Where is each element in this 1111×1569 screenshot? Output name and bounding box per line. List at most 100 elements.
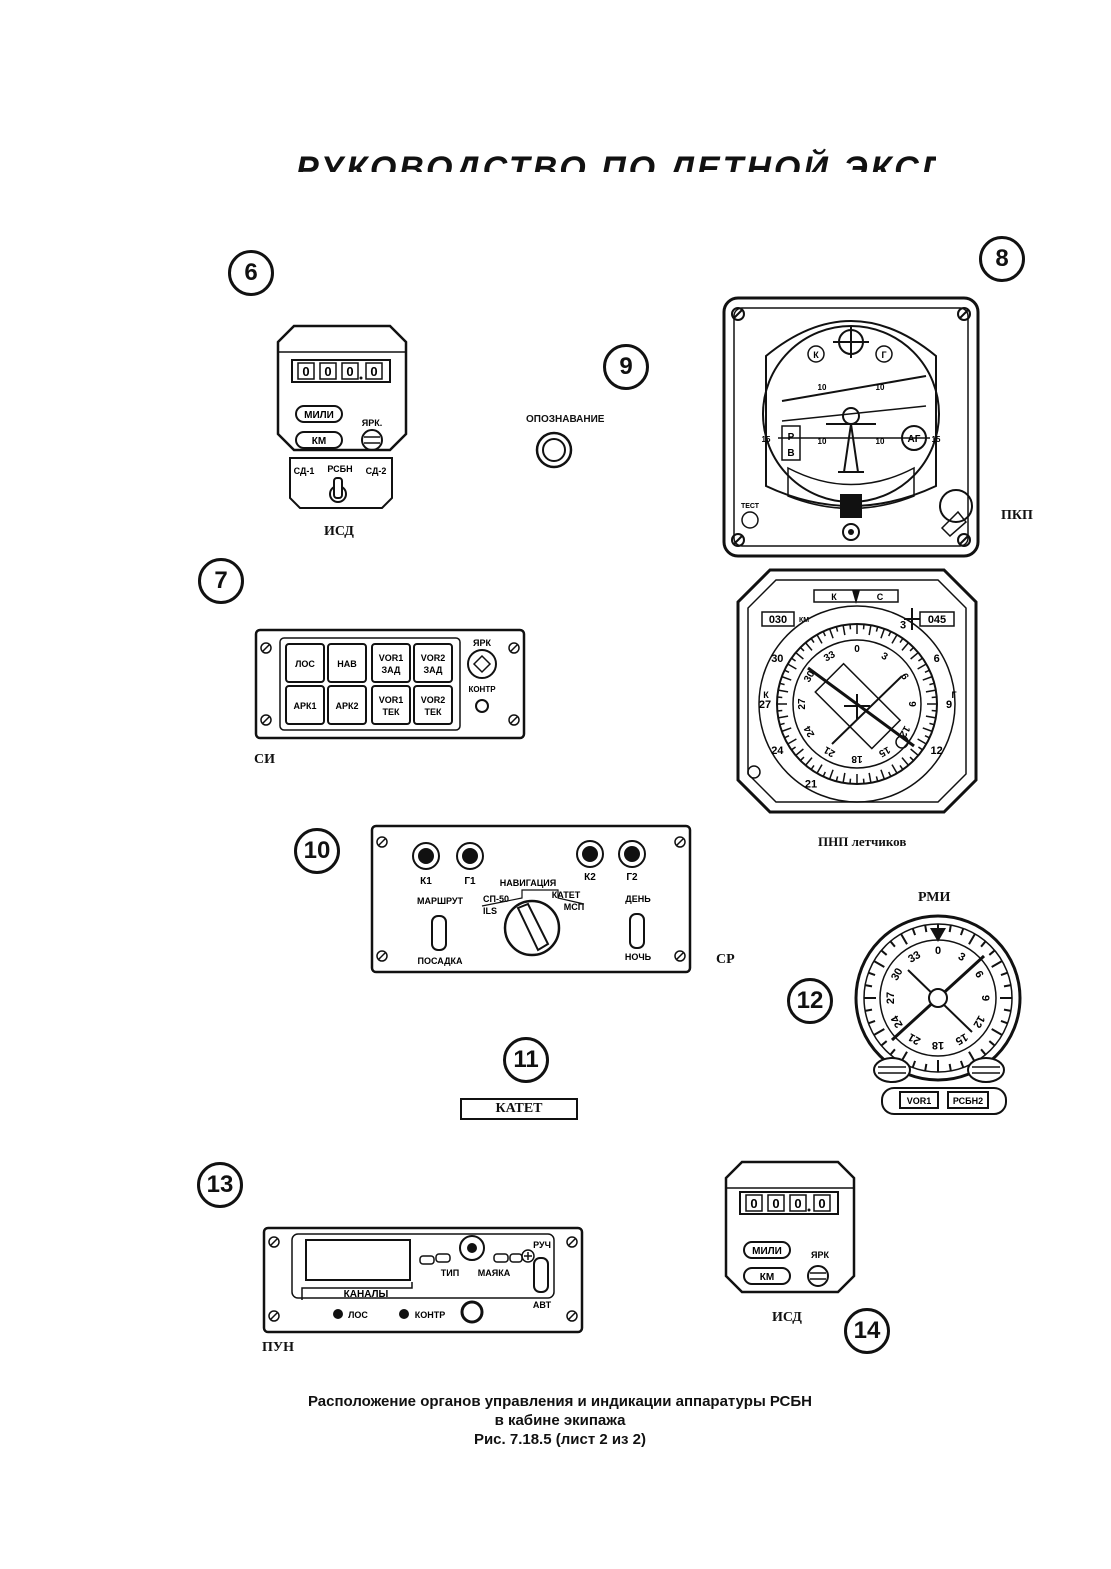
isd-top-digit-4: 0 — [370, 364, 377, 379]
pun-channel-display — [305, 1239, 411, 1281]
si-button-5[interactable] — [285, 685, 325, 725]
pnp-outer-scale-9: 9 — [946, 699, 952, 711]
rmi-scale-18: 18 — [932, 1039, 944, 1051]
rmi-center-hub — [928, 988, 948, 1008]
isd-bottom-km-button[interactable] — [743, 1267, 791, 1285]
si-brightness-knob[interactable] — [467, 649, 497, 679]
caption-line-2: в кабине экипажа — [494, 1412, 626, 1429]
isd-top-sw-right: СД-2 — [366, 466, 387, 476]
rmi-left-knob[interactable] — [873, 1057, 911, 1083]
pkp-r-label: Р — [788, 432, 795, 443]
pnp-course-knob[interactable] — [895, 735, 909, 749]
isd-bottom-mili-button[interactable] — [743, 1241, 791, 1259]
isd-top-panel: 0 0 0 0 МИЛИ КМ ЯРК. СД-1 РСБН СД-2 — [276, 324, 408, 509]
pun-ruch-label: РУЧ — [533, 1240, 551, 1250]
pnp-inner-scale-0: 0 — [854, 644, 860, 655]
rmi-rsbn2-button[interactable] — [947, 1091, 989, 1109]
sr-mode-selector[interactable] — [503, 899, 561, 957]
pkp-ag-label: АГ — [908, 434, 921, 445]
rmi-scale-15: 15 — [953, 1030, 970, 1047]
si-button-1[interactable] — [285, 643, 325, 683]
pun-kontr-label: КОНТР — [415, 1310, 446, 1320]
isd-bottom-label: ИСД — [772, 1310, 802, 1325]
isd-top-mili-button[interactable] — [295, 405, 343, 423]
si-button-4-line2: ЗАД — [424, 665, 443, 675]
pkp-adjust-knob[interactable] — [939, 489, 973, 523]
sr-lamp-k2-label: К2 — [584, 872, 596, 883]
si-button-6[interactable] — [327, 685, 367, 725]
sr-day-night-toggle[interactable] — [629, 913, 645, 949]
pnp-outer-scale-24: 24 — [771, 745, 784, 757]
pun-tip-label: ТИП — [441, 1268, 459, 1278]
rmi-scale-6: 6 — [972, 969, 985, 980]
rmi-scale-27: 27 — [885, 992, 897, 1004]
rmi-label: РМИ — [918, 890, 951, 905]
pnp-heading-knob[interactable] — [747, 765, 761, 779]
pun-plus-button[interactable] — [521, 1249, 535, 1263]
pnp-inner-scale-9: 9 — [906, 701, 917, 707]
pnp-course-readout: 045 — [928, 614, 946, 626]
pnp-km-label: КМ — [799, 617, 809, 624]
pnp-side-g: Г — [951, 690, 956, 700]
si-button-3[interactable] — [371, 643, 411, 683]
pkp-test-label: ТЕСТ — [741, 503, 760, 510]
isd-top-sw-mid: РСБН — [327, 464, 352, 474]
isd-top-selector-toggle[interactable] — [333, 477, 343, 499]
rmi-scale-12: 12 — [970, 1013, 987, 1030]
ident-button[interactable] — [534, 430, 574, 470]
page-header: РУКОВОДСТВО ПО ЛЕТНОЙ ЭКСПЛУАТАЦИИ — [296, 146, 936, 172]
pnp-k-label: К — [831, 592, 837, 602]
pnp-inner-scale-18: 18 — [851, 753, 863, 764]
sr-katet-label: КАТЕТ — [552, 890, 581, 900]
pkp-pitch-10-b: 10 — [876, 383, 885, 392]
callout-13: 13 — [197, 1162, 243, 1208]
si-button-7[interactable] — [371, 685, 411, 725]
isd-top-digit-3: 0 — [346, 364, 353, 379]
pun-los-lamp — [333, 1309, 343, 1319]
isd-top-km-button[interactable] — [295, 431, 343, 449]
si-button-2[interactable] — [327, 643, 367, 683]
isd-top-brightness-knob[interactable] — [361, 429, 383, 451]
si-label: СИ — [254, 752, 275, 767]
si-test-button[interactable] — [475, 699, 489, 713]
pnp-inner-scale-6: 6 — [898, 672, 911, 683]
isd-bottom-mili-label: МИЛИ — [752, 1246, 782, 1257]
sr-ils-label: ILS — [483, 906, 497, 916]
rmi-vor1-button[interactable] — [899, 1091, 939, 1109]
caption-line-1: Расположение органов управления и индика… — [307, 1393, 813, 1410]
si-button-8-line1: VOR2 — [421, 695, 446, 705]
pkp-instrument: К Г 10 10 10 10 15 15 Р В АГ ТЕСТ — [722, 296, 980, 558]
pnp-inner-scale-3: 3 — [879, 651, 890, 664]
pkp-test-button[interactable] — [741, 511, 759, 529]
sr-panel: К1 Г1 К2 Г2 НАВИГАЦИЯ СП-50 КАТЕТ ILS МС… — [370, 824, 692, 974]
pun-beacon-type-knob[interactable] — [459, 1235, 485, 1261]
pkp-k-label: К — [813, 350, 819, 360]
isd-bottom-panel: 0 0 0 0 МИЛИ КМ ЯРК — [724, 1160, 856, 1294]
sr-lamp-k1-label: К1 — [420, 876, 432, 887]
isd-bottom-digit-4: 0 — [818, 1196, 825, 1211]
sr-route-landing-toggle[interactable] — [431, 915, 447, 951]
si-button-8[interactable] — [413, 685, 453, 725]
rmi-right-knob[interactable] — [967, 1057, 1005, 1083]
pun-panel: КАНАЛЫ ТИП МАЯКА РУЧ АВТ ЛОС КОНТР — [262, 1226, 584, 1334]
rmi-vor1-label: VOR1 — [907, 1096, 932, 1106]
pkp-pitch-10-c: 10 — [818, 437, 827, 446]
si-button-6-line1: АРК2 — [335, 701, 358, 711]
isd-bottom-brightness-knob[interactable] — [807, 1265, 829, 1287]
si-button-7-line2: ТЕК — [383, 707, 401, 717]
isd-top-digit-1: 0 — [302, 364, 309, 379]
sr-navigation-label: НАВИГАЦИЯ — [500, 878, 557, 888]
pnp-outer-scale-12: 12 — [931, 745, 943, 757]
pun-test-button[interactable] — [460, 1300, 484, 1324]
sr-lamp-g2 — [618, 840, 646, 868]
rmi-scale-24: 24 — [889, 1012, 906, 1029]
isd-bottom-digit-1: 0 — [750, 1196, 757, 1211]
si-button-3-line1: VOR1 — [379, 653, 404, 663]
pun-manual-auto-toggle[interactable] — [533, 1257, 549, 1293]
si-button-5-line1: АРК1 — [293, 701, 316, 711]
si-button-4[interactable] — [413, 643, 453, 683]
pun-mayaka-label: МАЯКА — [478, 1268, 511, 1278]
isd-bottom-km-label: КМ — [760, 1272, 774, 1283]
katet-plate: КАТЕТ — [460, 1098, 578, 1120]
